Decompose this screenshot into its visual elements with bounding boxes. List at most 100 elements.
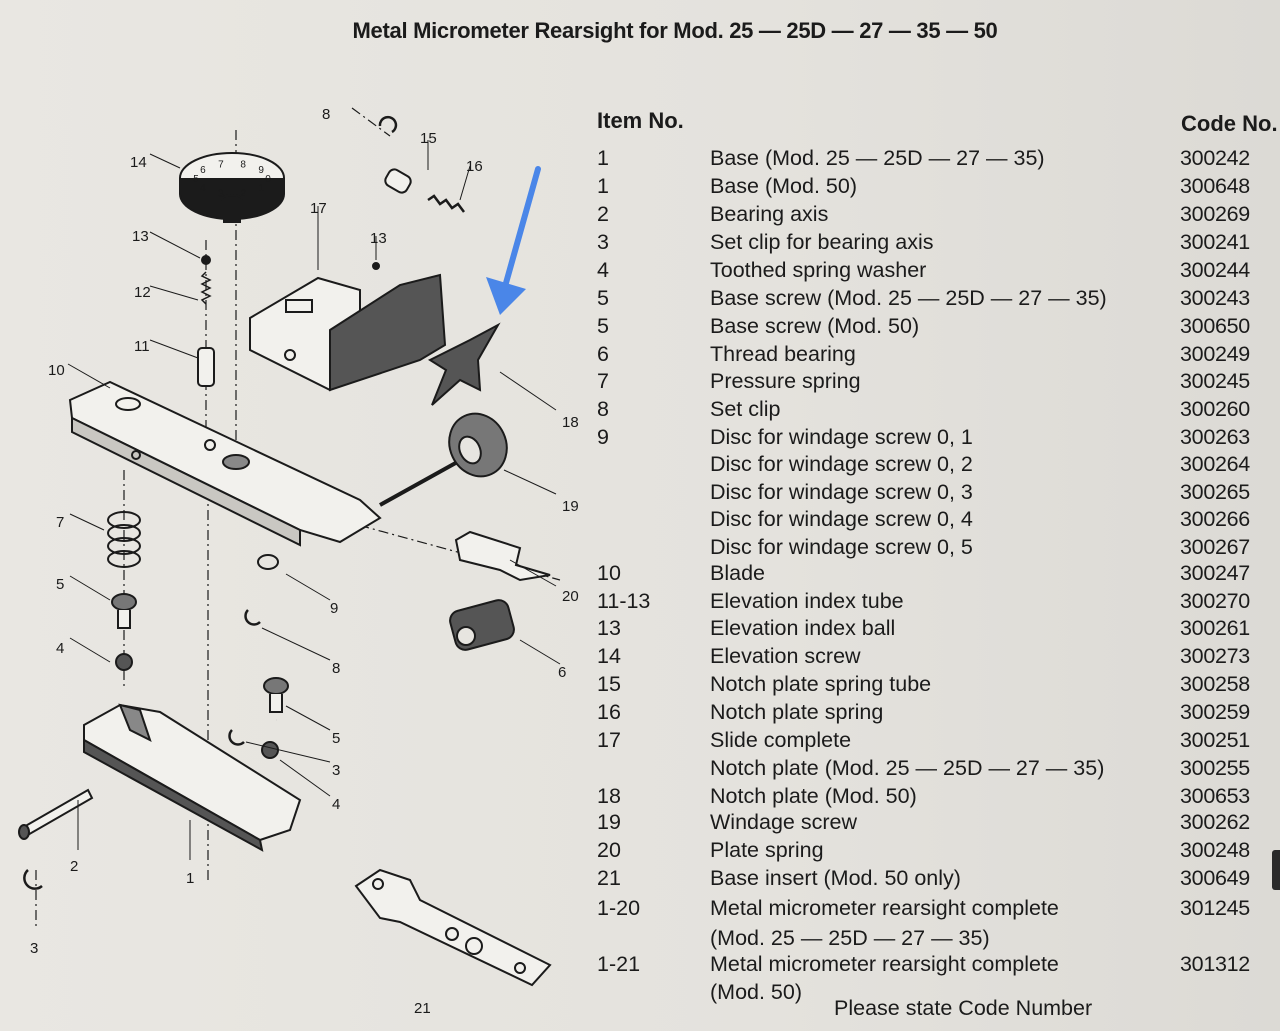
code-number: 300266 <box>1180 507 1250 531</box>
part-description: Elevation screw <box>710 644 861 668</box>
code-number: 300249 <box>1180 342 1250 366</box>
part-description: Pressure spring <box>710 369 861 393</box>
parts-row: 7 Pressure spring 300245 <box>0 369 1280 397</box>
code-no-header: Code No. <box>1181 111 1278 136</box>
parts-row: 17 Slide complete 300251 <box>0 728 1280 756</box>
parts-row: (Mod. 50) <box>0 980 1280 1008</box>
code-number: 300653 <box>1180 784 1250 808</box>
blue-pointer-arrow-icon <box>486 166 541 315</box>
parts-row: Disc for windage screw 0, 4 300266 <box>0 507 1280 535</box>
dial-digit: 2 <box>240 188 246 199</box>
parts-row: Disc for windage screw 0, 5 300267 <box>0 535 1280 563</box>
footer-note: Please state Code Number <box>834 996 1093 1020</box>
part-description: Windage screw <box>710 810 857 834</box>
code-number: 300245 <box>1180 369 1250 393</box>
diagram-callout-number: 6 <box>558 664 567 681</box>
diagram-callout-number: 8 <box>322 106 331 123</box>
part-description: Set clip for bearing axis <box>710 230 934 254</box>
dial-digit: 8 <box>240 160 246 171</box>
part-description: (Mod. 50) <box>710 980 803 1004</box>
diagram-callout-number: 7 <box>56 514 65 531</box>
part-description: Disc for windage screw 0, 1 <box>710 425 973 449</box>
item-number: 3 <box>597 230 609 254</box>
diagram-callout-number: 9 <box>330 600 339 617</box>
dial-digit: 6 <box>200 165 206 176</box>
part-description: Disc for windage screw 0, 4 <box>710 507 973 531</box>
dial-digit: 7 <box>218 160 224 171</box>
part-description: Elevation index ball <box>710 616 896 640</box>
part-description: Bearing axis <box>710 202 829 226</box>
item-number: 14 <box>597 644 621 668</box>
code-number: 300269 <box>1180 202 1250 226</box>
base-screw <box>111 593 289 713</box>
code-number: 300264 <box>1180 452 1250 476</box>
item-number: 1 <box>597 174 609 198</box>
item-number: 8 <box>597 397 609 421</box>
diagram-callout-number: 2 <box>70 858 79 875</box>
item-number: 16 <box>597 700 621 724</box>
item-number: 18 <box>597 784 621 808</box>
diagram-callout-number: 5 <box>332 730 341 747</box>
diagram-callout-number: 1 <box>186 870 195 887</box>
item-number: 7 <box>597 369 609 393</box>
part-description: Base insert (Mod. 50 only) <box>710 866 961 890</box>
diagram-callout-number: 4 <box>56 640 65 657</box>
item-number: 11-13 <box>597 589 651 613</box>
dial-digit: 1 <box>258 183 264 194</box>
part-description: Toothed spring washer <box>710 258 927 282</box>
dial-digit: 9 <box>258 165 264 176</box>
diagram-callout-number: 18 <box>562 414 579 431</box>
item-number: 1-20 <box>597 896 641 920</box>
part-description: (Mod. 25 — 25D — 27 — 35) <box>710 926 990 950</box>
part-description: Disc for windage screw 0, 2 <box>710 452 973 476</box>
code-number: 300650 <box>1180 314 1250 338</box>
diagram-callout-number: 5 <box>56 576 65 593</box>
diagram-callout-number: 15 <box>420 130 437 147</box>
part-description: Elevation index tube <box>710 589 904 613</box>
part-description: Notch plate (Mod. 50) <box>710 784 917 808</box>
dial-digit: 0 <box>265 174 271 185</box>
code-number: 300267 <box>1180 535 1250 559</box>
part-description: Thread bearing <box>710 342 856 366</box>
item-number: 17 <box>597 728 621 752</box>
page-title: Metal Micrometer Rearsight for Mod. 25 —… <box>352 18 998 43</box>
parts-row: Disc for windage screw 0, 2 300264 <box>0 452 1280 480</box>
part-description: Set clip <box>710 397 781 421</box>
code-number: 300251 <box>1180 728 1250 752</box>
part-description: Disc for windage screw 0, 5 <box>710 535 973 559</box>
item-number: 15 <box>597 672 621 696</box>
item-number: 2 <box>597 202 609 226</box>
code-number: 300259 <box>1180 700 1250 724</box>
code-number: 300258 <box>1180 672 1250 696</box>
part-description: Slide complete <box>710 728 852 752</box>
item-number: 6 <box>597 342 609 366</box>
diagram-callout-number: 14 <box>130 154 147 171</box>
item-number: 5 <box>597 314 609 338</box>
base <box>83 703 302 852</box>
pressure-spring <box>107 511 141 568</box>
part-description: Notch plate (Mod. 25 — 25D — 27 — 35) <box>710 756 1105 780</box>
diagram-callout-number: 13 <box>370 230 387 247</box>
parts-row: 15 Notch plate spring tube 300258 <box>0 672 1280 700</box>
diagram-callout-number: 21 <box>414 1000 431 1017</box>
diagram-callout-number: 20 <box>562 588 579 605</box>
item-number: 20 <box>597 838 621 862</box>
diagram-callout-number: 16 <box>466 158 483 175</box>
part-description: Notch plate spring tube <box>710 672 932 696</box>
